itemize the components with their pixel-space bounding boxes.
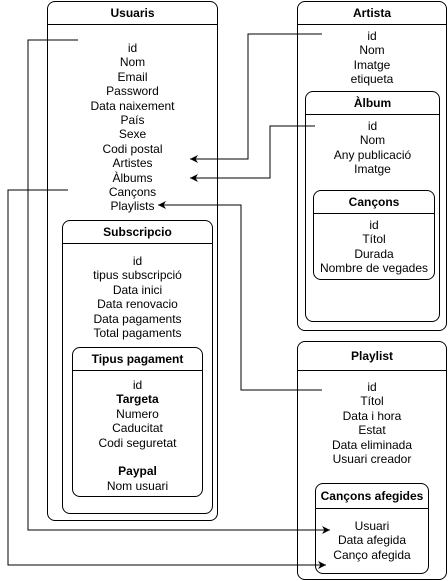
cancons-table: Cançons id Títol Durada Nombre de vegade…	[313, 190, 435, 280]
field-subscripcio-id: id	[132, 254, 143, 268]
field-subscripcio-data-inici: Data inici	[112, 282, 163, 297]
tipus-pagament-fields: id Targeta Numero Caducitat Codi seguret…	[73, 378, 202, 493]
field-afegides-canco-afegida: Canço afegida	[333, 547, 411, 562]
field-playlist-usuari-creador: Usuari creador	[332, 452, 412, 467]
field-usuaris-nom: Nom	[119, 55, 146, 70]
field-usuaris-artistes: Artistes	[112, 156, 153, 171]
field-playlist-data-hora: Data i hora	[342, 408, 402, 423]
field-tipus-pagament-codi-seguretat: Codi seguretat	[98, 435, 177, 450]
field-album-imatge: Imatge	[354, 162, 391, 177]
usuaris-fields: id Nom Email Password Data naixement Paí…	[48, 41, 217, 214]
album-fields: id Nom Any publicació Imatge	[306, 119, 439, 177]
field-tipus-pagament-id: id	[132, 378, 143, 392]
field-usuaris-data-naixement: Data naixement	[90, 98, 175, 113]
field-album-nom: Nom	[359, 133, 386, 148]
field-usuaris-playlists: Playlists	[110, 199, 155, 214]
tipus-pagament-title: Tipus pagament	[73, 348, 202, 371]
field-tipus-pagament-paypal: Paypal	[118, 464, 157, 479]
playlist-title: Playlist	[298, 342, 446, 371]
subscripcio-title: Subscripcio	[63, 221, 212, 244]
field-album-any-publicacio: Any publicació	[333, 147, 412, 162]
field-tipus-pagament-spacer	[73, 450, 202, 464]
cancons-title: Cançons	[314, 191, 434, 214]
field-usuaris-sexe: Sexe	[118, 127, 147, 142]
field-usuaris-pais: País	[120, 113, 145, 128]
field-cancons-id: id	[369, 218, 379, 232]
subscripcio-fields: id tipus subscripció Data inici Data ren…	[63, 254, 212, 340]
field-cancons-titol: Títol	[362, 232, 386, 247]
album-table: Àlbum id Nom Any publicació Imatge Canço…	[305, 91, 440, 322]
field-artista-id: id	[367, 29, 377, 43]
field-artista-nom: Nom	[359, 43, 385, 58]
artista-fields: id Nom Imatge etiqueta	[298, 29, 446, 87]
field-tipus-pagament-numero: Numero	[116, 406, 159, 421]
playlist-fields: id Títol Data i hora Estat Data eliminad…	[298, 380, 446, 466]
field-usuaris-codi-postal: Codi postal	[102, 141, 163, 156]
field-usuaris-albums: Àlbums	[112, 170, 153, 185]
field-usuaris-password: Password	[106, 84, 159, 99]
field-cancons-durada: Durada	[354, 246, 394, 261]
field-tipus-pagament-nom-usuari: Nom usuari	[106, 478, 169, 493]
cancons-fields: id Títol Durada Nombre de vegades	[314, 218, 434, 276]
playlist-table: Playlist id Títol Data i hora Estat Data…	[297, 341, 447, 580]
field-tipus-pagament-targeta: Targeta	[116, 392, 159, 407]
field-subscripcio-data-renovacio: Data renovacio	[97, 297, 178, 312]
field-playlist-titol: Títol	[360, 394, 384, 409]
field-playlist-estat: Estat	[358, 423, 386, 438]
subscripcio-table: Subscripcio id tipus subscripció Data in…	[62, 220, 213, 514]
field-playlist-data-eliminada: Data eliminada	[331, 437, 413, 452]
field-subscripcio-total-pagaments: Total pagaments	[93, 326, 182, 341]
field-album-id: id	[367, 119, 378, 133]
artista-table: Artista id Nom Imatge etiqueta Àlbum id …	[297, 1, 447, 331]
usuaris-title: Usuaris	[48, 2, 217, 25]
cancons-afegides-title: Cançons afegides	[316, 484, 428, 509]
field-afegides-data-afegida: Data afegida	[337, 533, 407, 548]
field-usuaris-id: id	[127, 41, 138, 55]
field-tipus-pagament-caducitat: Caducitat	[112, 421, 163, 436]
artista-title: Artista	[298, 2, 446, 25]
field-subscripcio-tipus: tipus subscripció	[93, 268, 182, 283]
cancons-afegides-table: Cançons afegides Usuari Data afegida Can…	[315, 483, 429, 574]
field-subscripcio-data-pagaments: Data pagaments	[93, 311, 182, 326]
cancons-afegides-fields: Usuari Data afegida Canço afegida	[316, 519, 428, 562]
tipus-pagament-table: Tipus pagament id Targeta Numero Caducit…	[72, 347, 203, 497]
usuaris-table: Usuaris id Nom Email Password Data naixe…	[47, 1, 218, 521]
field-artista-imatge: Imatge	[353, 57, 391, 72]
field-artista-etiqueta: etiqueta	[350, 72, 394, 87]
album-title: Àlbum	[306, 92, 439, 115]
field-afegides-usuari: Usuari	[354, 519, 390, 533]
field-usuaris-email: Email	[117, 69, 148, 84]
field-usuaris-cancons: Cançons	[108, 185, 157, 200]
field-playlist-id: id	[367, 380, 377, 394]
field-cancons-nombre-vegades: Nombre de vegades	[319, 261, 429, 276]
